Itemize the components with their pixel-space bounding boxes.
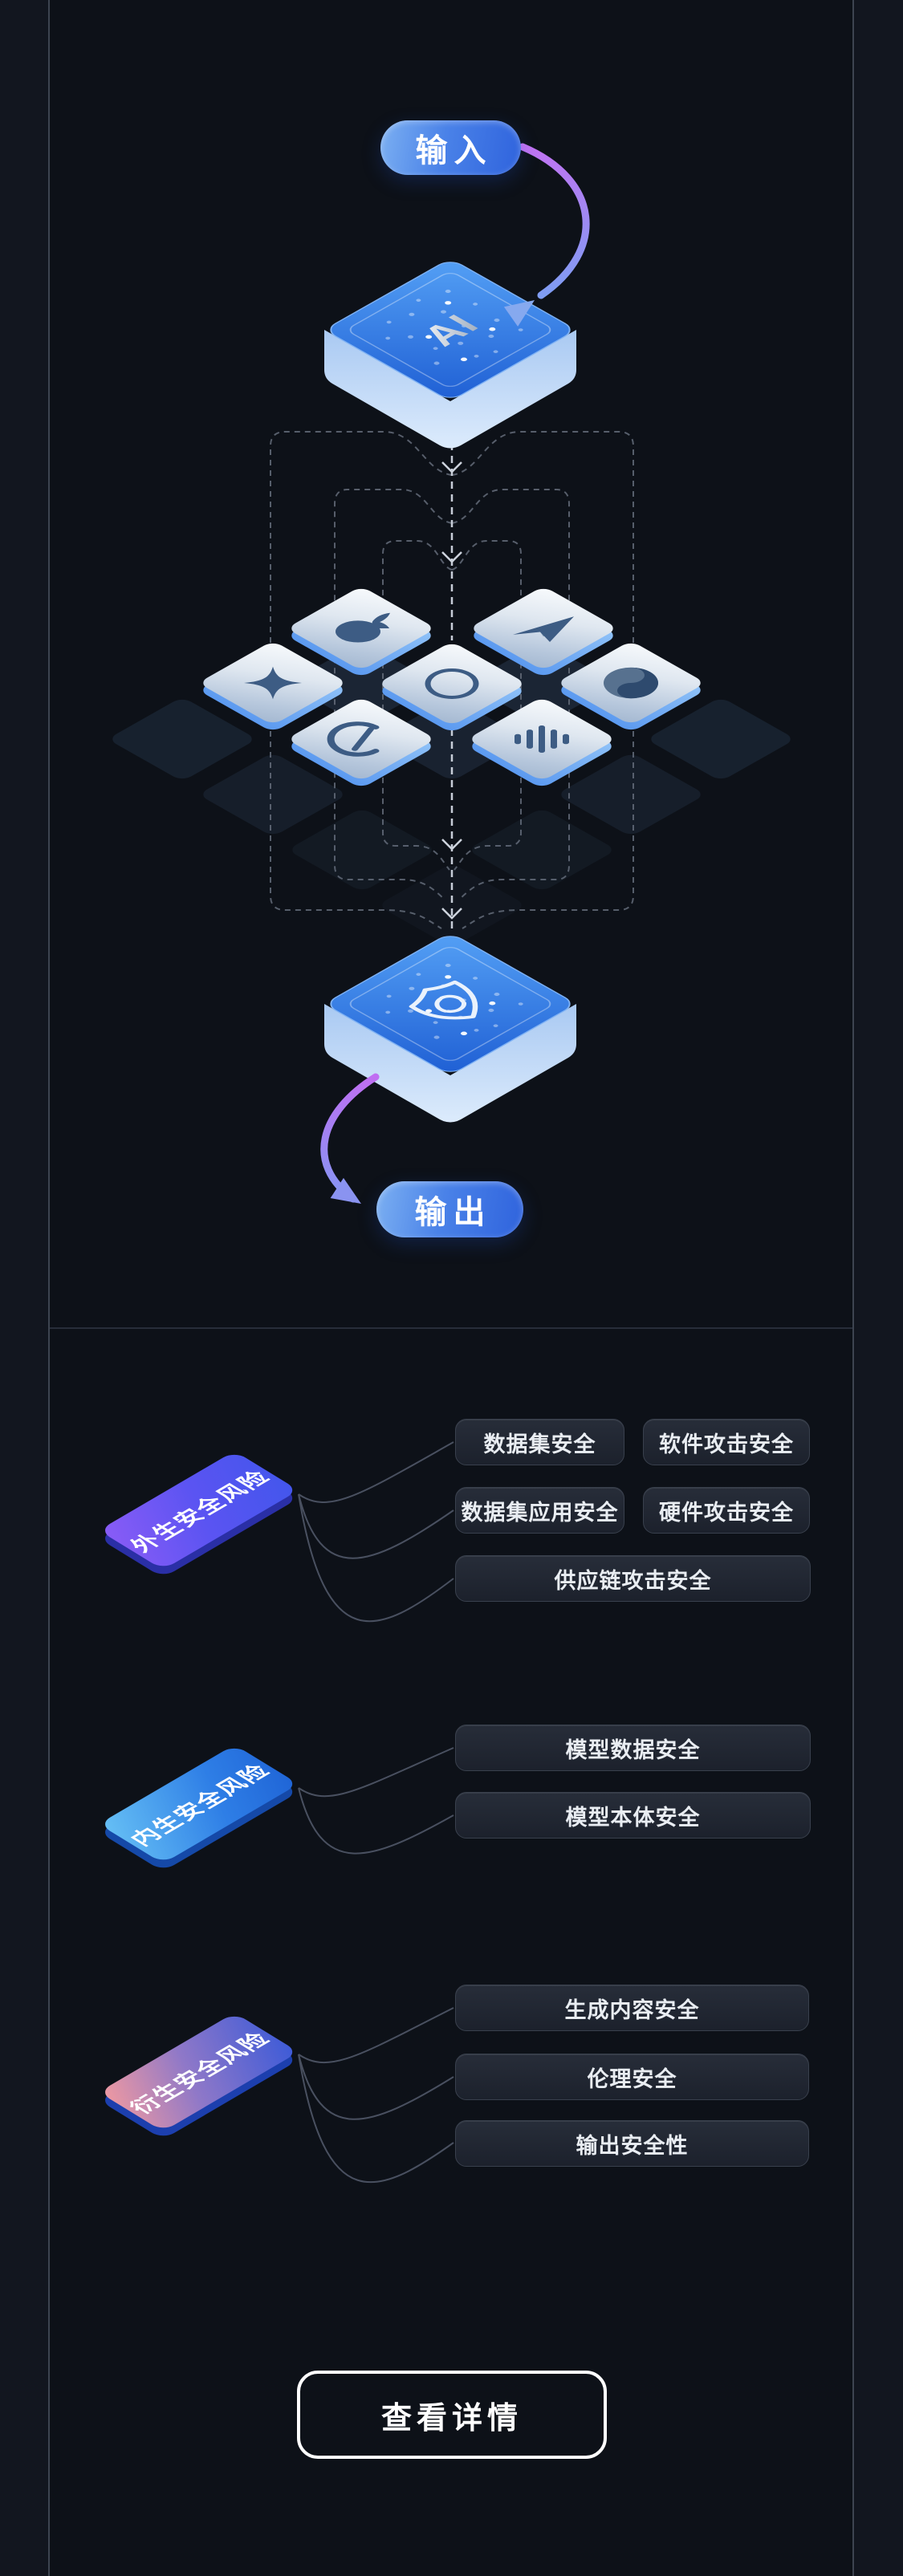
four-point-star-icon bbox=[244, 666, 302, 700]
swirl-circle-icon bbox=[604, 667, 658, 699]
shield-cube bbox=[324, 936, 576, 1123]
panel-left-border bbox=[48, 0, 50, 2576]
tile-face bbox=[466, 697, 617, 782]
shield-swirl-icon bbox=[409, 980, 478, 1020]
input-label: 输入 bbox=[415, 133, 493, 169]
output-pill: 输出 bbox=[376, 1181, 523, 1237]
flow-traces bbox=[270, 417, 634, 931]
risk-item-supply-chain-attack-security: 供应链攻击安全 bbox=[455, 1555, 811, 1602]
risk-section: 外生安全风险 内生安全风险 衍生安全风险 数据集安全 软件攻击安全 数据集应用安… bbox=[0, 1328, 903, 2576]
risk-item-output-safety: 输出安全性 bbox=[455, 2120, 809, 2167]
panel-right-border bbox=[852, 0, 854, 2576]
connector-lines bbox=[298, 1441, 454, 2184]
voice-wave-icon bbox=[515, 725, 569, 753]
paper-plane-icon bbox=[513, 616, 574, 642]
output-label: 输出 bbox=[414, 1195, 492, 1230]
circle-bolt-icon bbox=[327, 721, 380, 757]
risk-item-hardware-attack-security: 硬件攻击安全 bbox=[643, 1487, 810, 1534]
tile-face bbox=[286, 697, 437, 782]
risk-item-dataset-security: 数据集安全 bbox=[455, 1419, 624, 1465]
dot-pattern bbox=[385, 289, 523, 365]
input-arrow bbox=[503, 143, 590, 327]
output-arrow bbox=[320, 1073, 380, 1204]
tile-face bbox=[555, 640, 706, 725]
openai-knot-icon bbox=[425, 668, 479, 699]
flow-arrows bbox=[320, 143, 590, 1204]
tile-face bbox=[468, 586, 619, 671]
risk-item-ethics-security: 伦理安全 bbox=[455, 2054, 809, 2100]
whale-icon bbox=[336, 612, 390, 643]
tile-face bbox=[197, 640, 348, 725]
risk-item-software-attack-security: 软件攻击安全 bbox=[643, 1419, 810, 1465]
ai-cube: AI bbox=[324, 262, 576, 449]
risk-item-model-body-security: 模型本体安全 bbox=[455, 1792, 811, 1839]
risk-item-generated-content-security: 生成内容安全 bbox=[455, 1985, 809, 2031]
input-pill: 输入 bbox=[380, 120, 521, 175]
risk-item-model-data-security: 模型数据安全 bbox=[455, 1725, 811, 1771]
cta-button[interactable]: 查看详情 bbox=[297, 2371, 607, 2459]
risk-item-dataset-application-security: 数据集应用安全 bbox=[455, 1487, 624, 1534]
tile-face bbox=[286, 586, 437, 671]
section-divider bbox=[50, 1327, 852, 1329]
tile-face bbox=[376, 641, 527, 726]
